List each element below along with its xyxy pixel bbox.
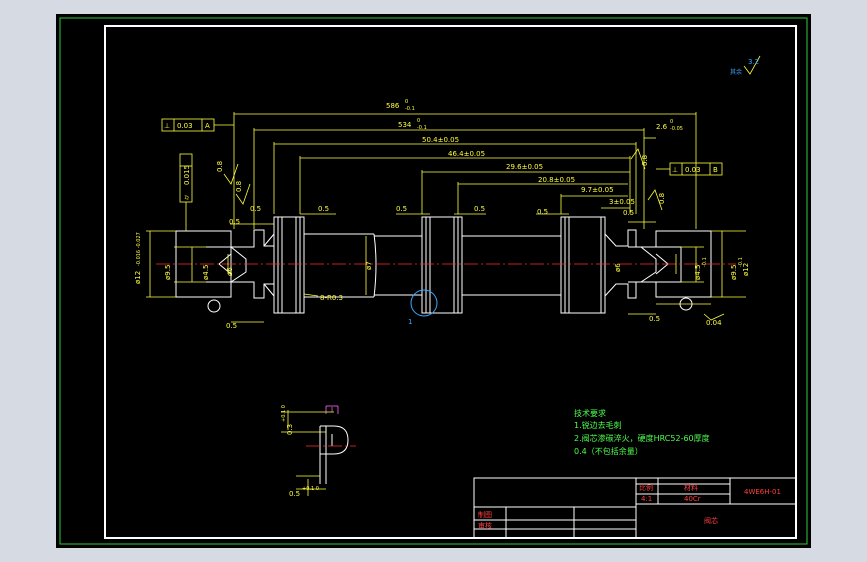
detail-view-title: I [331,406,333,414]
dim-dia7: ø7 [365,261,373,270]
dim-dia6-left: ø6 [226,267,234,276]
rough-004: 0.04 [706,319,722,327]
dim-0-5-h: 0.5 [226,322,237,330]
rough-other-label: 其余 [730,68,742,76]
gdt-b-value: 0.03 [685,166,701,174]
gdt-a-datum: A [205,122,210,130]
detail-dim-03: 0.3 [286,424,294,435]
gdt-cyl-symbol: ⌭ [183,195,191,200]
drawing-canvas[interactable]: 1 [56,14,811,548]
dim-2-6-tol-top: 0 [670,119,673,125]
detail-view-i: I 0.3 +0.1 0 0.5 +0.1 0 [281,405,356,498]
dim-dia12-tol: -0.016 -0.027 [136,232,142,266]
dim-dia95-left: ø9.5 [164,265,172,280]
rough-08-b: 0.8 [235,181,243,192]
dim-0-5-b: 0.5 [250,205,261,213]
dim-46-4: 46.4±0.05 [448,150,485,158]
dim-3: 3±0.05 [609,198,635,206]
detail-dim-03-tol: +0.1 0 [281,405,287,422]
dim-0-5-c: 0.5 [318,205,329,213]
dim-2-6-tol-bot: -0.05 [670,126,683,132]
general-roughness: 3.2 其余 [730,55,761,76]
dim-0-5-e: 0.5 [474,205,485,213]
dim-20-8: 20.8±0.05 [538,176,575,184]
dim-0-5-a: 0.5 [229,218,240,226]
dim-0-5-g: 0.5 [623,209,634,217]
dim-dia95-tol: -0.1 [738,257,744,267]
detail-dim-05-tol: +0.1 0 [302,486,319,492]
gdt-cyl-value: 0.015 [183,165,191,185]
scale-label: 比例 [639,483,653,492]
dim-586: 586 [386,102,400,110]
dim-586-tol-top: 0 [405,99,408,105]
rough-08-a: 0.8 [216,161,224,172]
notes-title: 技术要求 [574,408,606,418]
outer-frame [59,17,808,545]
notes-line-2: 2.阀芯渗碳淬火，硬度HRC52-60厚度 [574,433,710,443]
gdt-frame-b: ⊥ 0.03 B [656,162,723,176]
dim-534-tol-bot: -0.1 [417,125,427,131]
dim-0-5-d: 0.5 [396,205,407,213]
inner-frame [104,25,797,539]
gdt-frame-cyl: ⌭ 0.015 [179,153,193,231]
dim-534: 534 [398,121,412,129]
roughness-marks: 0.8 0.8 0.8 0.8 0.04 [216,148,725,327]
checked-by-label: 审核 [478,521,492,530]
dim-50-4: 50.4±0.05 [422,136,459,144]
material-label: 材料 [684,483,698,492]
material-value: 40Cr [684,495,701,503]
gdt-frame-a: ⊥ 0.03 A [161,118,234,132]
dim-0-5-i: 0.5 [649,315,660,323]
dim-586-tol-bot: -0.1 [405,106,415,112]
dim-9-7: 9.7±0.05 [581,186,614,194]
dimension-lines [146,112,746,323]
rough-08-d: 0.8 [658,193,666,204]
dim-dia12-right: ø12 [742,263,750,276]
dim-dia95-right: ø9.5 [730,265,738,280]
dim-dia45-right: ø4.5 [694,265,702,280]
drawing-sheet: 1 [59,17,808,545]
dim-dia45-tol: -0.1 [702,257,708,267]
dim-2-6: 2.6 [656,123,668,131]
detail-circle [410,289,438,317]
gdt-b-datum: B [713,166,718,174]
scale-value: 4:1 [641,495,652,503]
dim-r03: 8-R0.3 [320,294,343,302]
dim-dia6-right: ø6 [614,263,622,272]
detail-circle-label: 1 [408,318,412,326]
dim-dia12-left: ø12 [134,271,142,284]
gdt-b-symbol: ⊥ [672,166,678,174]
datum-a-marker [207,299,221,313]
gdt-a-symbol: ⊥ [164,122,170,130]
notes-line-3: 0.4（不包括余量） [574,446,643,456]
detail-dim-05: 0.5 [289,490,300,498]
dim-dia45-left: ø4.5 [202,265,210,280]
gdt-a-value: 0.03 [177,122,193,130]
dim-29-6: 29.6±0.05 [506,163,543,171]
shaft-outline [175,216,712,314]
drawn-by-label: 制图 [478,510,492,519]
rough-value: 3.2 [748,58,759,66]
title-block: 比例 4:1 材料 40Cr 4WE6H-01 制图 审核 阀芯 [473,477,797,539]
datum-b-marker [679,297,693,311]
dim-534-tol-top: 0 [417,118,420,124]
drawing-number: 4WE6H-01 [744,488,781,496]
notes-line-1: 1.锐边去毛刺 [574,420,622,430]
part-name: 阀芯 [704,516,718,525]
technical-notes: 技术要求 1.锐边去毛刺 2.阀芯渗碳淬火，硬度HRC52-60厚度 0.4（不… [574,408,710,456]
dim-0-5-f: 0.5 [537,208,548,216]
rough-08-c: 0.8 [641,155,649,166]
